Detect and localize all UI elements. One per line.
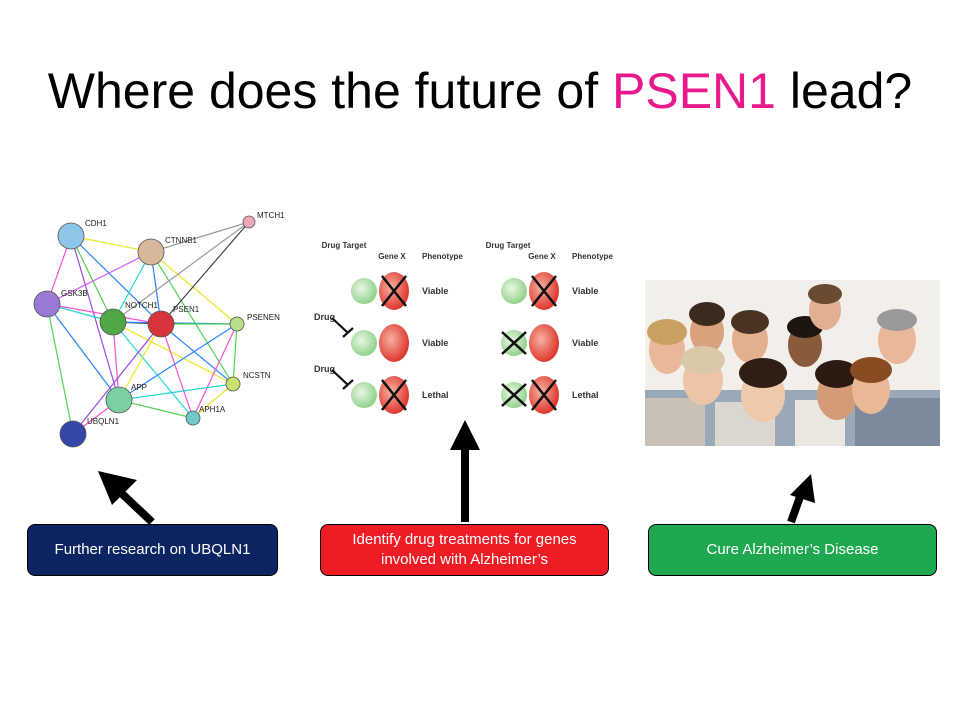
node-gsk3b bbox=[33, 290, 61, 318]
node-mtch1 bbox=[242, 215, 256, 229]
label-notch1: NOTCH1 bbox=[125, 301, 158, 310]
phenotype-left-3: Lethal bbox=[422, 390, 449, 400]
label-mtch1: MTCH1 bbox=[257, 211, 285, 220]
node-aph1a bbox=[185, 410, 201, 426]
cross-mark-icon bbox=[381, 379, 407, 411]
network-nodes bbox=[33, 215, 256, 448]
node-notch1 bbox=[99, 308, 127, 336]
phenotype-right-2: Viable bbox=[572, 338, 598, 348]
arrow-up-left-icon bbox=[98, 471, 155, 525]
header-gene-x-right: Gene X bbox=[528, 252, 556, 261]
title-prefix: Where does the future of bbox=[47, 63, 612, 119]
label-app: APP bbox=[131, 383, 147, 392]
header-drug-target-left: Drug Target bbox=[322, 241, 367, 250]
cure-alzheimers-text: Cure Alzheimer’s Disease bbox=[706, 541, 879, 558]
drug-target-cell bbox=[501, 278, 527, 304]
cross-mark-icon bbox=[381, 275, 407, 307]
title-accent: PSEN1 bbox=[612, 63, 776, 119]
header-drug-target-right: Drug Target bbox=[486, 241, 531, 250]
cross-mark-icon bbox=[501, 331, 527, 355]
node-cdh1 bbox=[57, 222, 85, 250]
protein-network: CDH1 CTNNB1 MTCH1 GSK3B NOTCH1 PSEN1 PSE… bbox=[33, 211, 285, 448]
identify-drug-box: Identify drug treatments for genes invol… bbox=[320, 524, 609, 576]
label-cdh1: CDH1 bbox=[85, 219, 107, 228]
drug-label-1: Drug bbox=[314, 312, 335, 322]
phenotype-left-1: Viable bbox=[422, 286, 448, 296]
cross-mark-icon bbox=[501, 383, 527, 407]
label-aph1a: APH1A bbox=[199, 405, 226, 414]
identify-drug-text: Identify drug treatments for genes invol… bbox=[352, 531, 577, 568]
slide-title: Where does the future of PSEN1 lead? bbox=[0, 62, 960, 120]
cross-mark-icon bbox=[531, 275, 557, 307]
further-research-box: Further research on UBQLN1 bbox=[27, 524, 278, 576]
drug-target-cell bbox=[351, 382, 377, 408]
title-suffix: lead? bbox=[775, 63, 913, 119]
phenotype-right-1: Viable bbox=[572, 286, 598, 296]
header-phenotype-left: Phenotype bbox=[422, 252, 463, 261]
drug-label-2: Drug bbox=[314, 364, 335, 374]
faces bbox=[647, 284, 917, 422]
header-phenotype-right: Phenotype bbox=[572, 252, 613, 261]
label-gsk3b: GSK3B bbox=[61, 289, 88, 298]
node-psenen bbox=[229, 316, 245, 332]
inhibit-icon bbox=[331, 317, 354, 338]
further-research-text: Further research on UBQLN1 bbox=[54, 541, 251, 558]
label-psenen: PSENEN bbox=[247, 313, 280, 322]
label-ctnnb1: CTNNB1 bbox=[165, 236, 198, 245]
drug-target-diagram: Drug Target Gene X Phenotype Drug Target… bbox=[314, 241, 613, 414]
node-ctnnb1 bbox=[137, 238, 165, 266]
arrow-up-right-icon bbox=[787, 474, 815, 524]
label-psen1: PSEN1 bbox=[173, 305, 200, 314]
label-ubqln1: UBQLN1 bbox=[87, 417, 120, 426]
arrow-up-icon bbox=[450, 420, 480, 522]
cross-mark-icon bbox=[531, 379, 557, 411]
node-psen1 bbox=[147, 310, 175, 338]
drug-target-cell bbox=[351, 278, 377, 304]
phenotype-right-3: Lethal bbox=[572, 390, 599, 400]
node-app bbox=[105, 386, 133, 414]
cure-alzheimers-box: Cure Alzheimer’s Disease bbox=[648, 524, 937, 576]
phenotype-left-2: Viable bbox=[422, 338, 448, 348]
drug-target-cell bbox=[351, 330, 377, 356]
gene-x-cell bbox=[529, 324, 559, 362]
header-gene-x-left: Gene X bbox=[378, 252, 406, 261]
happy-people-photo bbox=[645, 280, 940, 446]
gene-x-cell bbox=[379, 324, 409, 362]
node-ubqln1 bbox=[59, 420, 87, 448]
label-ncstn: NCSTN bbox=[243, 371, 271, 380]
inhibit-icon bbox=[331, 369, 354, 390]
node-ncstn bbox=[225, 376, 241, 392]
